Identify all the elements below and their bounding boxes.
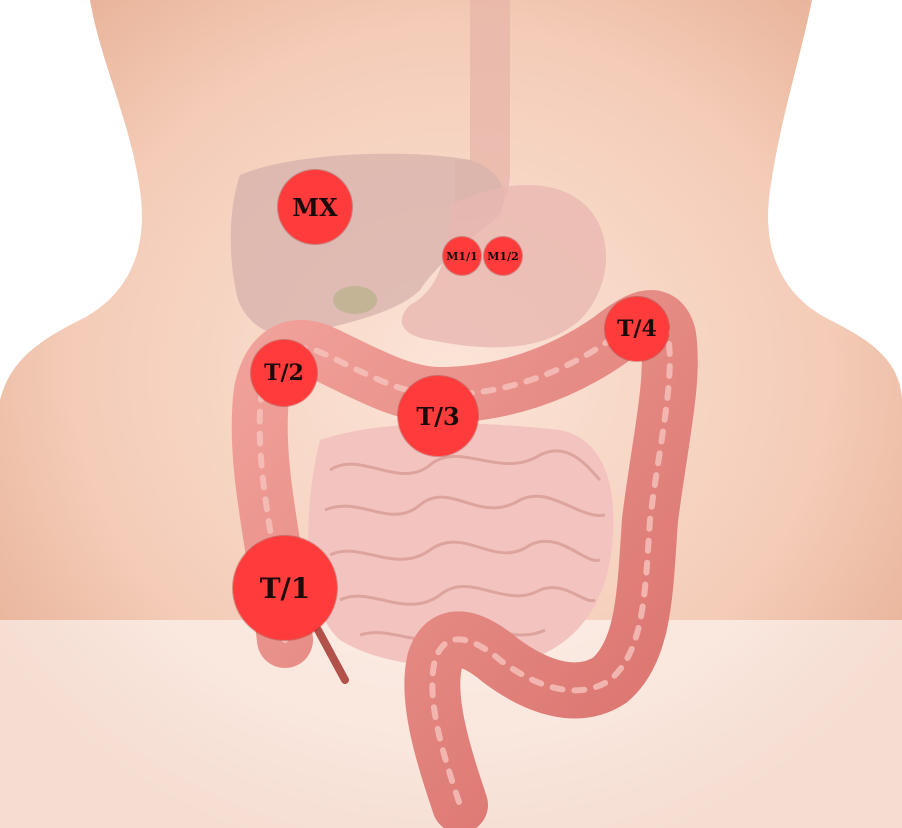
marker-m1-1: M1/1 — [443, 237, 481, 275]
marker-t4: T/4 — [605, 297, 669, 361]
marker-t3: T/3 — [398, 376, 478, 456]
gallbladder — [333, 286, 377, 314]
marker-mx: MX — [278, 170, 352, 244]
marker-t1: T/1 — [233, 536, 337, 640]
marker-m1-2: M1/2 — [484, 237, 522, 275]
marker-t2: T/2 — [251, 340, 317, 406]
